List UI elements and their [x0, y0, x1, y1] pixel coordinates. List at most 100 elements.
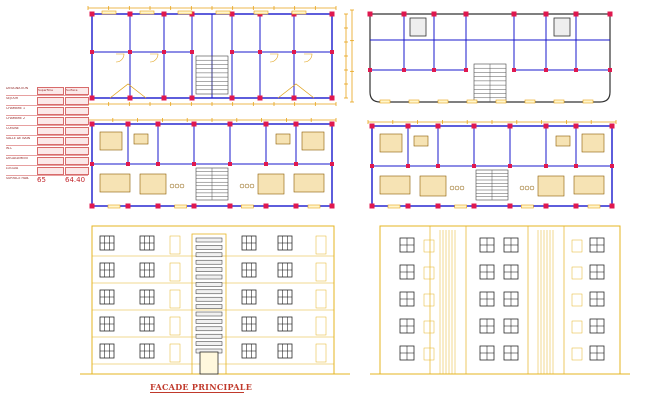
window-frame [241, 204, 254, 209]
stair-window [195, 341, 223, 346]
schedule-label: CHAMBRE 1 [6, 107, 26, 110]
structural-column [463, 11, 469, 17]
stair-window [195, 319, 223, 324]
window-frame [177, 10, 193, 15]
structural-column [367, 11, 373, 17]
structural-column [329, 95, 335, 101]
structural-column [294, 162, 298, 166]
dining-table [139, 173, 167, 195]
structural-column [574, 68, 578, 72]
bed [301, 131, 325, 151]
structural-column [369, 123, 375, 129]
facade-caption: FACADE PRINCIPALE [150, 382, 253, 392]
bed [379, 133, 403, 153]
structural-column [472, 164, 476, 168]
balcony-rail [169, 316, 181, 336]
stair-window [195, 304, 223, 309]
structural-column [608, 68, 612, 72]
window-frame [524, 99, 536, 104]
structural-column [330, 162, 334, 166]
chair [179, 183, 185, 189]
door-swing [269, 53, 279, 63]
bath-fixture [555, 135, 571, 147]
schedule-total-1: 65 [37, 177, 46, 183]
structural-column [293, 121, 299, 127]
structural-column [405, 123, 411, 129]
balcony-outline [277, 83, 315, 99]
structural-column [90, 50, 94, 54]
chair [459, 185, 465, 191]
window-frame [307, 204, 321, 209]
surface-schedule-table: DESIGNATION Superficie Surface SEJOUR CH… [6, 86, 89, 183]
sofa [99, 173, 131, 193]
schedule-value-1 [37, 97, 64, 105]
chair [174, 183, 180, 189]
balcony-rail [169, 262, 181, 282]
stair-window [195, 289, 223, 295]
schedule-label: W.C [6, 147, 13, 150]
bath-fixture [275, 133, 291, 145]
structural-column [573, 203, 579, 209]
structural-column [435, 203, 441, 209]
window-frame [215, 10, 231, 15]
table-row-total: SURFACE HAB. 65 64.40 [6, 176, 88, 185]
window-frame [587, 204, 601, 209]
structural-column [191, 121, 197, 127]
balcony-outline [109, 83, 147, 99]
window-frame [139, 10, 155, 15]
structural-column [291, 95, 297, 101]
structural-column [330, 50, 334, 54]
dining-table [419, 175, 447, 197]
stair-window [195, 296, 223, 302]
structural-column [127, 11, 133, 17]
schedule-value-2 [65, 137, 89, 145]
balcony-rail [571, 347, 583, 361]
sofa [379, 175, 411, 195]
door-swing [303, 53, 313, 63]
structural-column [90, 162, 94, 166]
structural-column [89, 11, 95, 17]
balcony-rail [571, 266, 583, 280]
dining-table [257, 173, 285, 195]
structural-column [125, 203, 131, 209]
structural-column [228, 162, 232, 166]
schedule-value-1 [37, 127, 64, 135]
stair-window [195, 252, 223, 258]
structural-column [607, 11, 613, 17]
window-frame [387, 204, 401, 209]
structural-column [543, 123, 549, 129]
structural-column [227, 121, 233, 127]
structural-column [156, 162, 160, 166]
structural-column [402, 68, 406, 72]
principal-facade [80, 225, 350, 375]
furnished-upper-plan [367, 120, 617, 209]
schedule-total-2: 64.40 [65, 177, 86, 183]
structural-column [544, 164, 548, 168]
schedule-value-2 [65, 117, 89, 125]
structural-column [192, 162, 196, 166]
schedule-value-2 [65, 157, 89, 165]
stair-window [195, 333, 223, 339]
schedule-label: CUISINE [6, 127, 19, 130]
structural-column [189, 95, 195, 101]
structural-column [258, 50, 262, 54]
stair-tower [527, 225, 565, 375]
structural-column [431, 11, 437, 17]
structural-column [161, 11, 167, 17]
window-frame [107, 204, 121, 209]
structural-column [190, 50, 194, 54]
window-frame [521, 204, 534, 209]
shaft [409, 17, 427, 37]
structural-column [369, 203, 375, 209]
schedule-value-1 [37, 107, 64, 115]
schedule-value-2 [65, 127, 89, 135]
stair-window [195, 282, 223, 287]
chair [529, 185, 535, 191]
structural-column [471, 203, 477, 209]
structural-column [229, 95, 235, 101]
structural-column [511, 11, 517, 17]
furnished-floor-plan [87, 118, 337, 209]
balcony-rail [571, 239, 583, 253]
window-frame [437, 99, 449, 104]
